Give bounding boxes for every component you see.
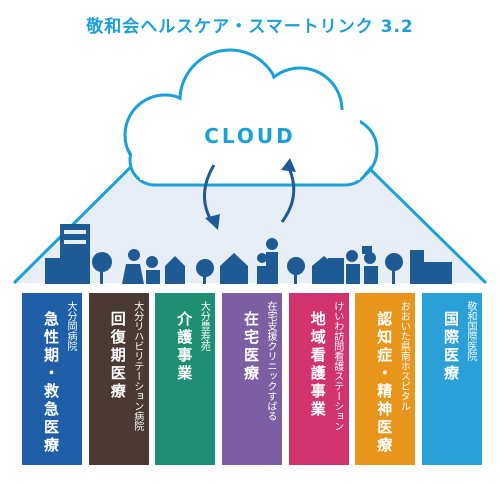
tablet-icon xyxy=(362,246,372,254)
facility-name: 大分豊寿苑 xyxy=(198,301,210,351)
facility-column-nursing: けいわ訪問看護ステーション 地域看護事業 xyxy=(288,293,349,465)
wheelchair-person-icon xyxy=(146,256,158,268)
clinic-building-icon xyxy=(410,250,424,284)
cloud-label: CLOUD xyxy=(204,124,296,148)
facility-column-international: 敬和国際医院 国際医療 xyxy=(422,293,482,465)
facility-name: 在宅支援クリニックすばる xyxy=(265,301,276,421)
facility-service: 介護事業 xyxy=(175,311,194,383)
facility-name: おおいた県南ホスピタル xyxy=(398,301,410,411)
facility-name: 敬和国際医院 xyxy=(465,301,476,361)
facility-column-acute: 大分岡病院 急性期・救急医療 xyxy=(22,293,82,465)
cloud-shape xyxy=(123,48,379,187)
facility-column-dementia: おおいた県南ホスピタル 認知症・精神医療 xyxy=(355,293,416,465)
person-icon xyxy=(257,253,267,263)
person-icon xyxy=(364,252,376,264)
facility-service: 回復期医療 xyxy=(108,311,127,401)
facility-name: 大分岡病院 xyxy=(65,301,76,351)
page-title: 敬和会ヘルスケア・スマートリンク 3.2 xyxy=(86,17,414,37)
person-icon xyxy=(266,238,278,250)
facility-column-care: 大分豊寿苑 介護事業 xyxy=(155,293,216,465)
facility-columns: 大分岡病院 急性期・救急医療 大分リハビリテーション病院 回復期医療 大分豊寿苑… xyxy=(22,293,482,465)
ground-area xyxy=(14,122,486,283)
facility-name: 大分リハビリテーション病院 xyxy=(131,301,143,431)
person-icon xyxy=(346,250,358,262)
facility-service: 地域看護事業 xyxy=(308,311,327,419)
house-icon xyxy=(165,256,185,284)
facility-column-home: 在宅支援クリニックすばる 在宅医療 xyxy=(222,293,282,465)
facility-name: けいわ訪問看護ステーション xyxy=(331,301,343,431)
facility-service: 認知症・精神医療 xyxy=(375,311,394,455)
ground-line xyxy=(10,284,490,290)
facility-service: 国際医療 xyxy=(442,311,460,383)
house-icon xyxy=(220,253,248,284)
community-silhouettes xyxy=(45,224,452,286)
person-icon xyxy=(128,249,140,261)
facility-service: 在宅医療 xyxy=(242,311,260,383)
facility-service: 急性期・救急医療 xyxy=(42,311,60,455)
facility-column-recovery: 大分リハビリテーション病院 回復期医療 xyxy=(88,293,149,465)
